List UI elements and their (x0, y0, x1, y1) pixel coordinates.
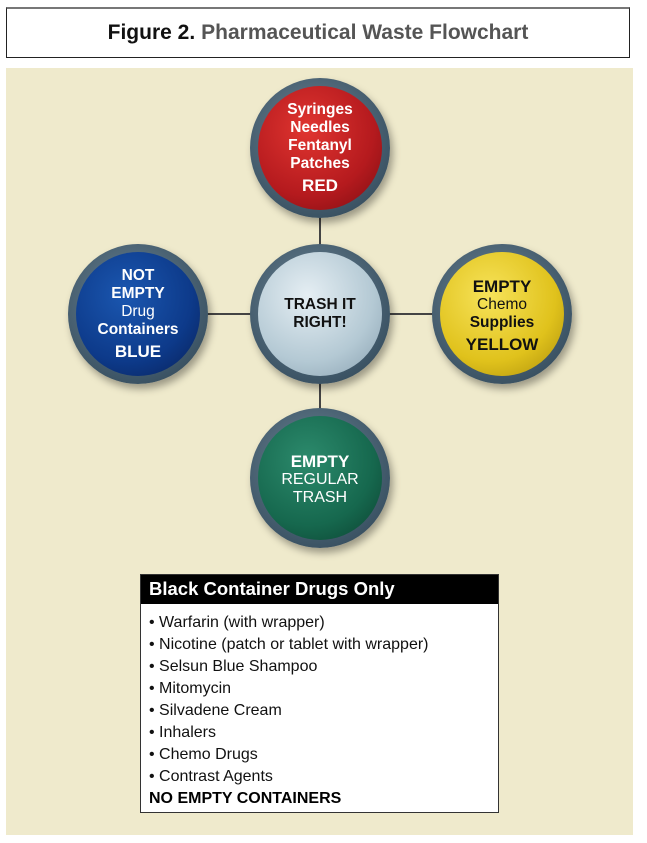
circle-text: Supplies (469, 314, 535, 331)
circle-text: NOT (121, 267, 155, 284)
list-item: • Contrast Agents (149, 768, 273, 785)
list-item: • Inhalers (149, 724, 216, 741)
list-item: • Nicotine (patch or tablet with wrapper… (149, 636, 429, 653)
figure-title-text: Pharmaceutical Waste Flowchart (201, 21, 529, 44)
circle-text: Fentanyl (288, 137, 352, 154)
circle-text: EMPTY (472, 277, 532, 296)
circle-text: REGULAR (281, 471, 359, 488)
circle-text: EMPTY (111, 285, 165, 302)
circle-text: EMPTY (290, 452, 350, 471)
circle-text: Syringes (287, 101, 353, 118)
circle-color-label: YELLOW (465, 335, 539, 354)
list-item: • Selsun Blue Shampoo (149, 658, 318, 675)
circle-text: Chemo (477, 296, 527, 313)
box-header: Black Container Drugs Only (141, 575, 498, 604)
circle-color-label: RED (302, 176, 338, 195)
circle-text: TRASH IT (284, 296, 356, 313)
circle-text: Drug (121, 303, 155, 320)
figure-title: Figure 2.Pharmaceutical Waste Flowchart (6, 7, 630, 58)
list-item: • Warfarin (with wrapper) (149, 614, 325, 631)
circle-text: Containers (97, 321, 179, 338)
figure-label: Figure 2. (107, 21, 196, 44)
list-item: • Mitomycin (149, 680, 232, 697)
list-item: • Chemo Drugs (149, 746, 258, 763)
list-item: • Silvadene Cream (149, 702, 282, 719)
drug-list: • Warfarin (with wrapper) • Nicotine (pa… (149, 612, 498, 788)
circle-text: RIGHT! (293, 314, 347, 331)
black-container-box: Black Container Drugs Only • Warfarin (w… (140, 574, 499, 813)
circle-text: Needles (290, 119, 350, 136)
circle-text: Patches (290, 155, 350, 172)
circle-color-label: BLUE (114, 342, 162, 361)
box-footer: NO EMPTY CONTAINERS (149, 790, 342, 807)
circle-text: TRASH (292, 489, 348, 506)
